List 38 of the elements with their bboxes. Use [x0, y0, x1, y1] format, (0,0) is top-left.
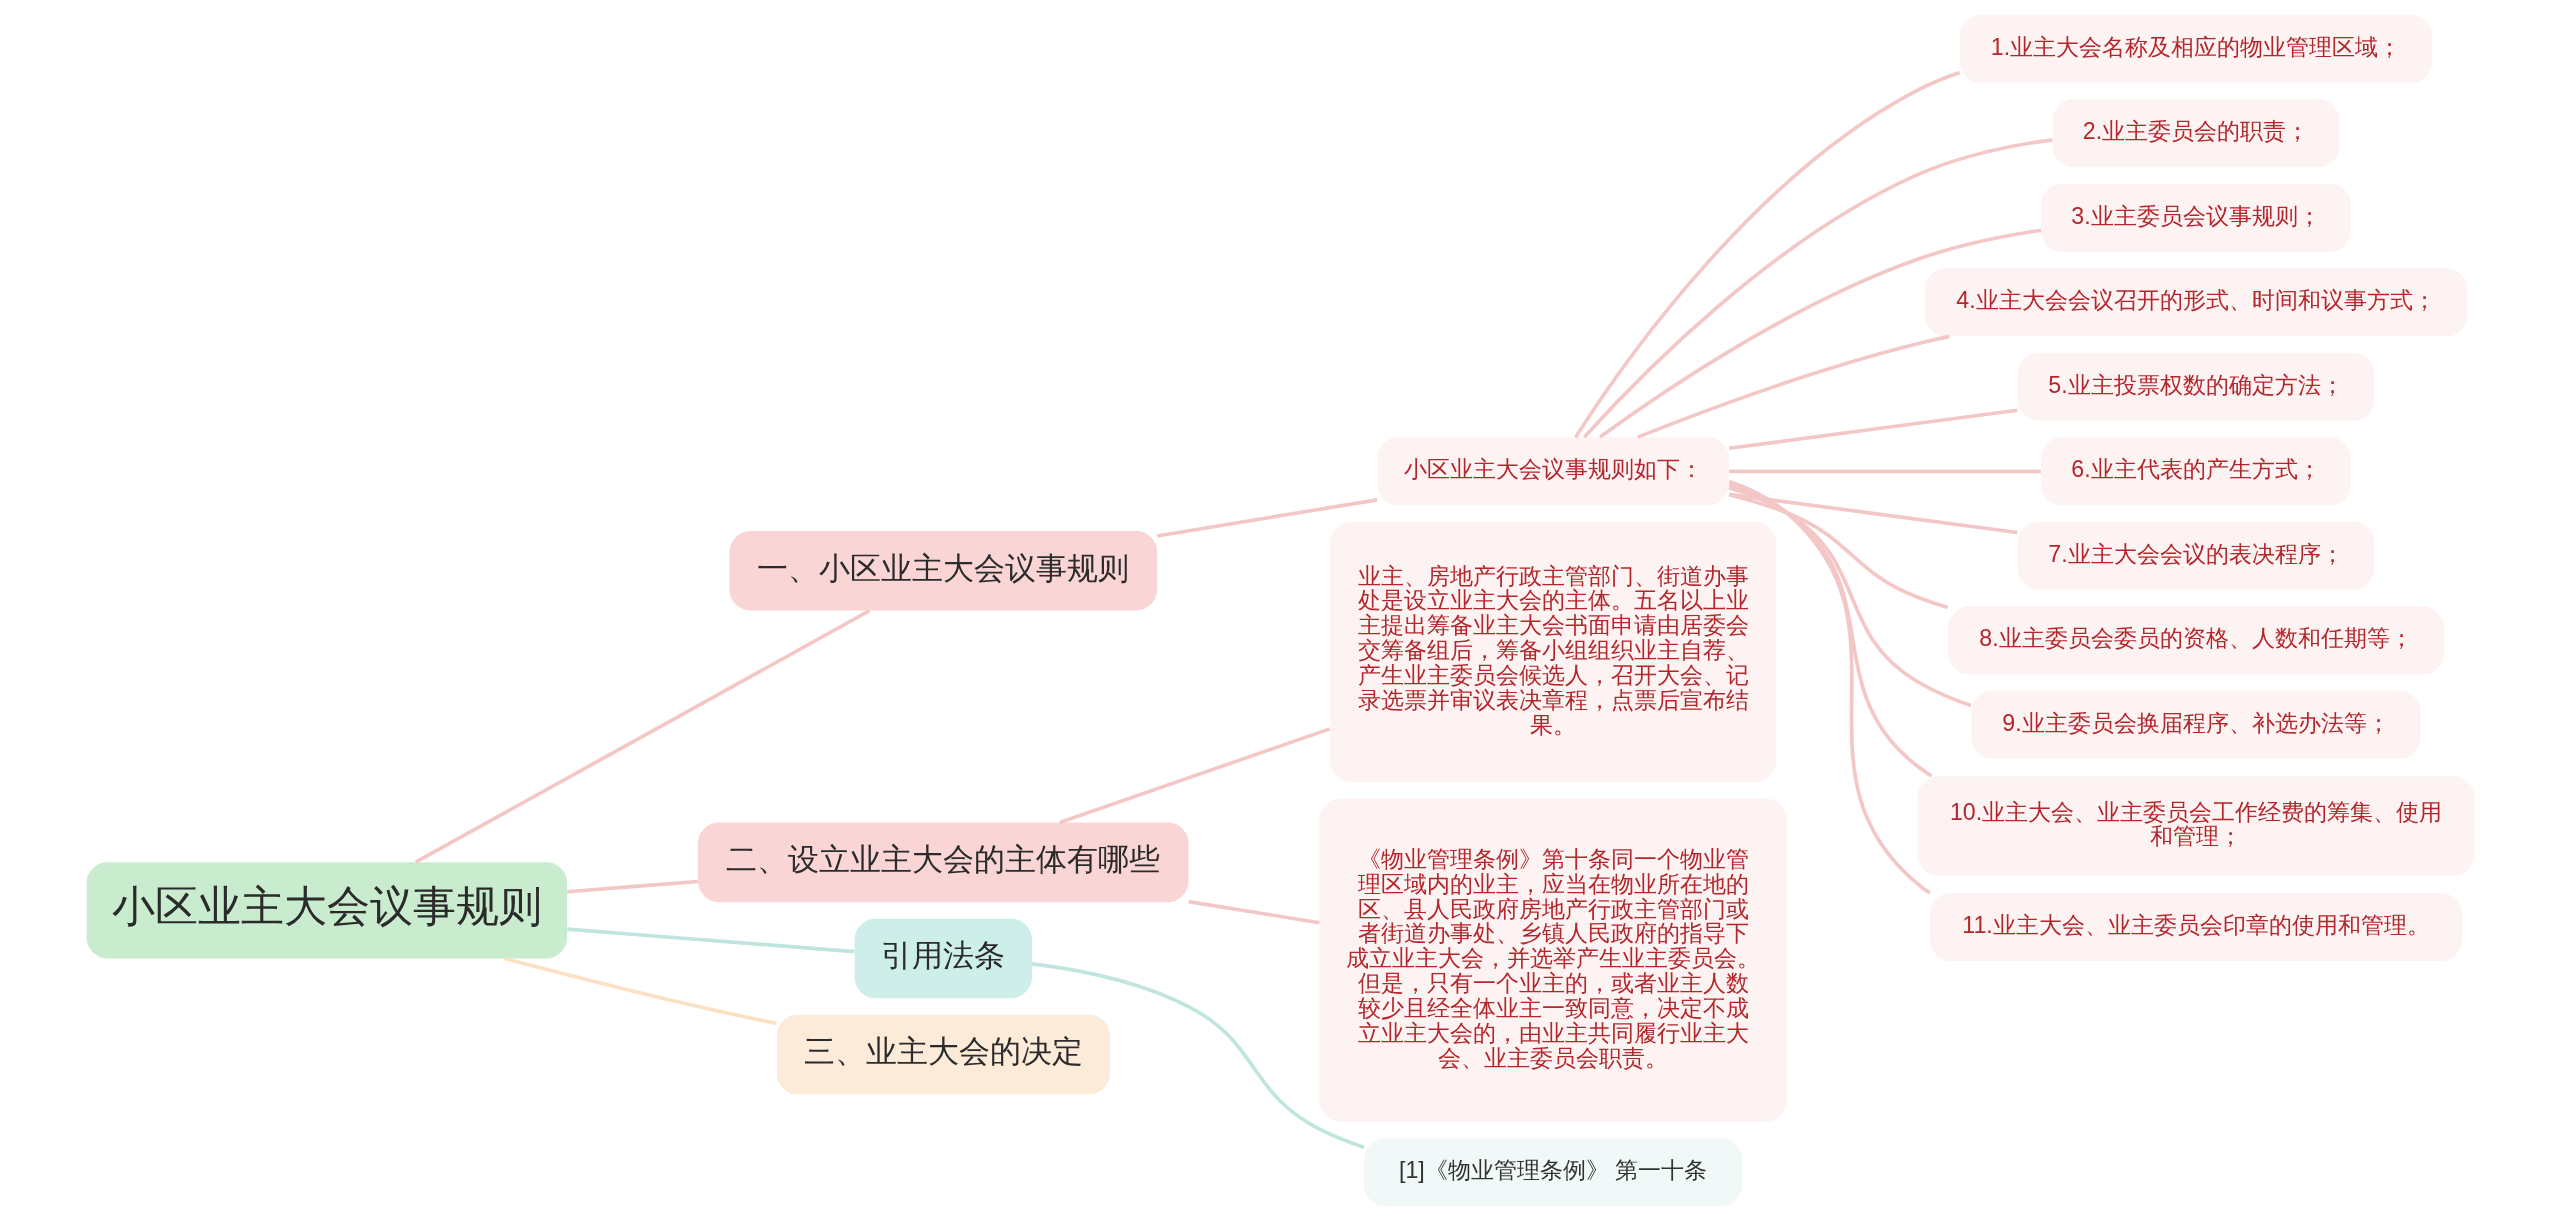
connector — [1573, 70, 1960, 439]
node-box: 2.业主委员会的职责； — [2052, 99, 2339, 168]
connector — [1728, 408, 2018, 451]
connector — [1598, 228, 2041, 439]
connector — [1636, 334, 1950, 439]
node-box: 7.业主大会会议的表决程序； — [2017, 521, 2374, 590]
connector — [414, 609, 870, 864]
connector — [1728, 486, 1971, 708]
connector — [566, 879, 698, 894]
connector — [1582, 138, 2053, 439]
node-box: 《物业管理条例》第十条同一个物业管理区域内的业主，应当在物业所在地的区、县人民政府房地产行政主管部门或者街道办事处、乡镇人民政府的指导下成立业主大会，并选举产生业主委员会。但是，只有一个业主的，或者业主人数较少且经全体业主一致同意，决定不成立业主大会的，由业主共同履行业主大会、业主委员会职责。 — [1318, 798, 1787, 1122]
connector — [566, 927, 854, 954]
connector — [1187, 899, 1320, 925]
node-box: 8.业主委员会委员的资格、人数和任期等； — [1947, 606, 2444, 675]
connector — [1156, 498, 1377, 538]
node-box: [1]《物业管理条例》 第一十条 — [1363, 1138, 1742, 1207]
connector — [1031, 962, 1365, 1149]
connector — [1728, 479, 1931, 895]
node-box: 二、设立业主大会的主体有哪些 — [697, 822, 1189, 903]
connector — [503, 956, 777, 1026]
node-box: 10.业主大会、业主委员会工作经费的筹集、使用和管理； — [1917, 776, 2474, 876]
node-box: 6.业主代表的产生方式； — [2040, 437, 2351, 506]
node-box: 小区业主大会议事规则 — [86, 862, 567, 959]
node-box: 9.业主委员会换届程序、补选办法等； — [1970, 690, 2420, 759]
node-box: 三、业主大会的决定 — [776, 1014, 1110, 1095]
node-box: 1.业主大会名称及相应的物业管理区域； — [1959, 14, 2432, 83]
connector — [1058, 727, 1330, 825]
node-box: 4.业主大会会议召开的形式、时间和议事方式； — [1924, 268, 2467, 337]
node-box: 小区业主大会议事规则如下： — [1376, 437, 1729, 506]
node-box: 3.业主委员会议事规则； — [2040, 183, 2351, 252]
node-box: 一、小区业主大会议事规则 — [729, 530, 1157, 611]
connector — [1728, 482, 1933, 778]
node-box: 5.业主投票权数的确定方法； — [2017, 352, 2374, 421]
connector — [1728, 469, 2041, 474]
connector — [1728, 492, 1948, 610]
node-box: 业主、房地产行政主管部门、街道办事处是设立业主大会的主体。五名以上业主提出筹备业主大会书面申请由居委会交筹备组后，筹备小组组织业主自荐、产生业主委员会候选人，召开大会、记录选票并审议表决章程，点票后宣布结果。 — [1329, 521, 1776, 782]
node-box: 引用法条 — [854, 918, 1032, 999]
node-box: 11.业主大会、业主委员会印章的使用和管理。 — [1929, 893, 2462, 961]
